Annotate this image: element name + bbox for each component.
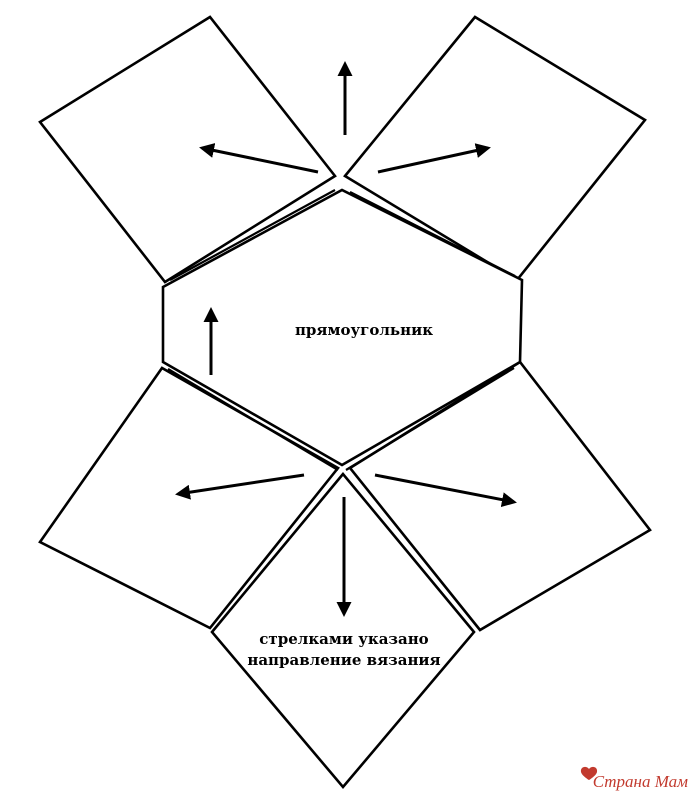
- watermark-logo: Страна Мам: [580, 766, 688, 791]
- note-line-2: направление вязания: [247, 651, 440, 669]
- square-bottom-right: [348, 360, 652, 632]
- arrow-top-left: [199, 143, 319, 174]
- watermark-text: Страна Мам: [593, 772, 688, 791]
- seam-bottom-left: [167, 368, 339, 471]
- center-label: прямоугольник: [295, 321, 433, 339]
- hexagon: [161, 188, 524, 467]
- square-bottom-center: [210, 471, 476, 790]
- seam-bottom-right: [345, 367, 515, 471]
- arrow-bottom-left: [175, 473, 305, 500]
- heart-icon: [580, 766, 598, 780]
- seam-top-left: [169, 189, 336, 281]
- arrow-top-right: [377, 143, 491, 174]
- note-line-1: стрелками указано: [259, 630, 428, 648]
- square-top-right: [343, 15, 647, 282]
- seam-top-right: [349, 191, 516, 277]
- square-top-left: [38, 15, 337, 284]
- arrow-bottom-right: [374, 473, 517, 508]
